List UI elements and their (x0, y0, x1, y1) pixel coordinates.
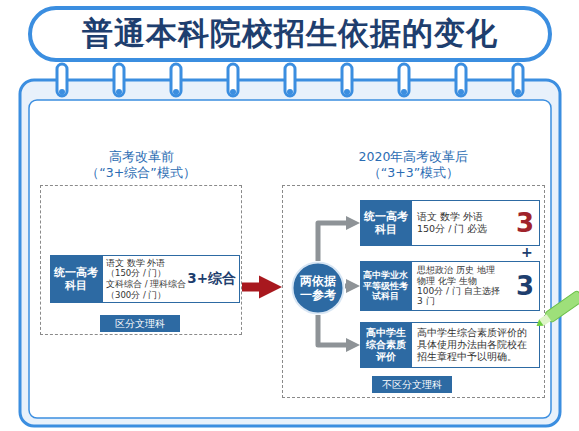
note-bar: 不区分文理科 (372, 376, 452, 393)
panel-heading: 2020年高考改革后 （“3+3”模式） (352, 149, 476, 181)
subject-detail-box: 高中学生综合素质评价的具体使用办法由各院校在招生章程中予以明确。 (411, 322, 540, 368)
count-number: 3 (516, 273, 534, 299)
subject-list: 语文 数学 外语 （150分 / 门） 文科综合 / 理科综合 （300分 / … (106, 258, 187, 301)
notebook-page (29, 100, 551, 418)
box-label: 统一高考科目 (54, 266, 98, 292)
subject-detail-box: 语文 数学 外语 （150分 / 门） 文科综合 / 理科综合 （300分 / … (102, 255, 240, 303)
binder-ring (171, 64, 181, 96)
box-label: 高中学业水平等级性考试科目 (363, 270, 408, 302)
hub-label: 两依据一参考 (299, 274, 337, 303)
subject-box: 统一高考科目 (360, 200, 411, 246)
binder-ring (399, 64, 409, 96)
subject-list: 思想政治 历史 地理 物理 化学 生物 100分 / 门 自主选择 3 门 (417, 265, 503, 306)
binder-ring (342, 64, 352, 96)
flow-arrow (318, 223, 347, 261)
note-text: 高中学生综合素质评价的具体使用办法由各院校在招生章程中予以明确。 (417, 327, 533, 363)
binder-ring (228, 64, 238, 96)
note-bar: 区分文理科 (100, 315, 180, 332)
flow-arrow (318, 315, 347, 345)
title-text: 普通本科院校招生依据的变化 (82, 13, 498, 55)
subject-detail-box: 语文 数学 外语 150分 / 门 必选 3 (411, 200, 540, 246)
binder-ring (114, 64, 124, 96)
subject-box: 高中学生综合素质评价 (360, 322, 411, 368)
binder-ring (456, 64, 466, 96)
mode-tag: 3+综合 (187, 270, 236, 288)
subject-detail-box: 思想政治 历史 地理 物理 化学 生物 100分 / 门 自主选择 3 门 3 (411, 261, 540, 311)
era-panel: 2020年高考改革后 （“3+3”模式）两依据一参考统一高考科目语文 数学 外语… (282, 185, 545, 398)
panel-heading: 高考改革前 （“3+综合”模式） (79, 149, 203, 181)
notebook-cover (20, 80, 560, 426)
title-banner: 普通本科院校招生依据的变化 (28, 6, 552, 62)
binder-ring (57, 64, 67, 96)
box-label: 统一高考科目 (364, 210, 408, 236)
binder-ring (513, 64, 523, 96)
subject-box: 统一高考科目 (50, 255, 102, 303)
subject-list: 语文 数学 外语 150分 / 门 必选 (417, 211, 495, 236)
era-panel: 高考改革前 （“3+综合”模式）统一高考科目语文 数学 外语 （150分 / 门… (40, 185, 242, 335)
bar-label: 区分文理科 (100, 317, 180, 331)
flow-arrow (345, 284, 347, 289)
subject-box: 高中学业水平等级性考试科目 (360, 261, 411, 311)
count-number: 3 (516, 210, 534, 236)
box-label: 高中学生综合素质评价 (362, 327, 410, 363)
binder-ring (285, 64, 295, 96)
plus-sign: + (521, 244, 533, 260)
flow-arrow (242, 283, 261, 292)
hub-circle: 两依据一参考 (291, 261, 345, 315)
bar-label: 不区分文理科 (372, 378, 452, 392)
